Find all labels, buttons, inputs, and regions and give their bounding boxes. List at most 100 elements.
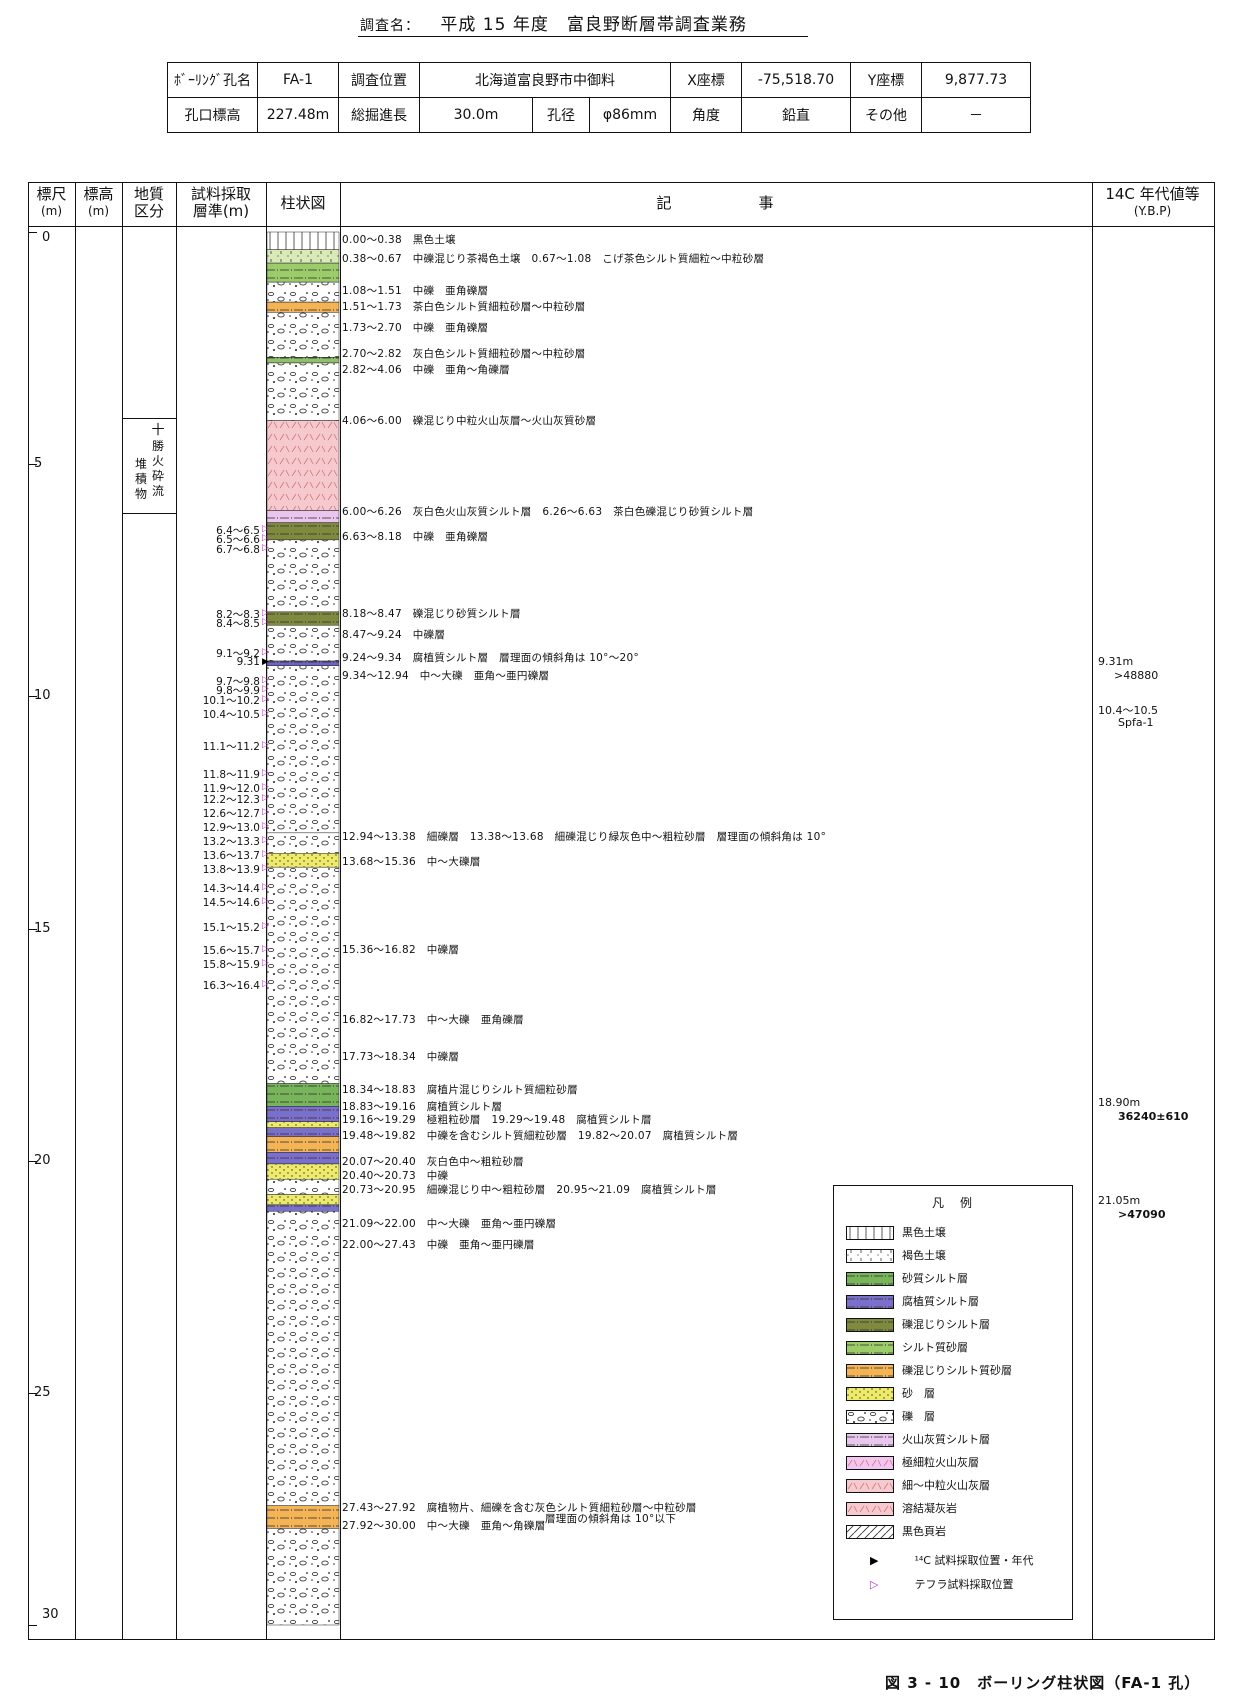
col-head-scale: 標尺 (m)	[28, 186, 75, 220]
legend-item: シルト質砂層	[846, 1339, 968, 1355]
legend-swatch	[846, 1295, 894, 1309]
layer-pattern-29	[266, 1211, 340, 1506]
layer-pattern-25	[266, 1163, 340, 1180]
hdr-label-borehole: ﾎﾞｰﾘﾝｸﾞ孔名	[167, 62, 258, 98]
tephra-sample-marker: ▷	[262, 835, 269, 846]
layer-pattern-22	[266, 1127, 340, 1137]
scale-tick	[28, 1392, 37, 1394]
legend-label: 細～中粒火山灰層	[902, 1479, 990, 1492]
description-1: 0.38～0.67 中礫混じり茶褐色土壌 0.67～1.08 こげ茶色シルト質細…	[342, 252, 765, 265]
c14-value-0: >48880	[1114, 669, 1159, 683]
sample-depth-5: 9.1～9.2	[216, 648, 260, 661]
sample-depth-17: 13.2～13.3	[202, 836, 260, 849]
scale-label-15: 15	[34, 920, 51, 936]
scale-label-5: 5	[34, 456, 43, 472]
description-0: 0.00～0.38 黒色土壌	[342, 233, 456, 246]
tephra-sample-marker: ▷	[262, 684, 269, 695]
legend-item: 砂質シルト層	[846, 1270, 968, 1286]
layer-pattern-10	[266, 522, 340, 541]
legend-item: 火山灰質シルト層	[846, 1431, 990, 1447]
tephra-sample-marker: ▷	[262, 542, 269, 553]
legend-item: 礫混じりシルト質砂層	[846, 1362, 1012, 1378]
layer-pattern-26	[266, 1178, 340, 1195]
col-head-description-title: 記 事	[656, 194, 776, 212]
layer-pattern-18	[266, 866, 340, 1084]
scale-label-25: 25	[34, 1384, 51, 1400]
geology-unit-type: 堆積物	[134, 457, 147, 501]
legend-item: 礫 層	[846, 1408, 935, 1424]
sample-depth-7: 9.7～9.8	[216, 676, 260, 689]
col-head-sample-title: 試料採取	[190, 185, 251, 203]
description-22: 19.48～19.82 中礫を含むシルト質細粒砂層 19.82～20.07 腐植…	[342, 1130, 739, 1143]
tephra-sample-marker: ▷	[262, 821, 269, 832]
sample-depth-0: 6.4～6.5	[216, 525, 260, 538]
col-divider	[340, 182, 341, 1640]
layer-pattern-28	[266, 1204, 340, 1212]
c14-value-1: Spfa-1	[1118, 715, 1154, 729]
description-21: 19.16～19.29 極粗粒砂層 19.29～19.48 腐植質シルト層	[342, 1113, 652, 1126]
geology-unit-name: 勝火砕流	[151, 439, 164, 498]
col-head-geology-title: 地質	[133, 185, 164, 203]
layer-pattern-1	[266, 249, 340, 264]
legend-label: シルト質砂層	[902, 1341, 968, 1354]
hdr-value-y: 9,877.73	[921, 62, 1031, 98]
sample-depth-11: 11.1～11.2	[202, 741, 260, 754]
c14-depth-0: 9.31m	[1098, 655, 1134, 669]
description-15: 13.68～15.36 中～大礫層	[342, 856, 481, 869]
tephra-sample-marker: ▷	[262, 881, 269, 892]
legend-item: 極細粒火山灰層	[846, 1454, 979, 1470]
tephra-sample-marker: ▷	[262, 944, 269, 955]
sample-depth-6: 9.31	[236, 655, 260, 668]
layer-pattern-20	[266, 1106, 340, 1122]
tephra-sample-marker: ▷	[262, 895, 269, 906]
tephra-sample-marker: ▷	[262, 921, 269, 932]
tephra-sample-marker: ▷	[262, 524, 269, 535]
description-13: 9.34～12.94 中～大礫 亜角～亜円礫層	[342, 670, 550, 683]
tephra-sample-marker: ▷	[262, 767, 269, 778]
layer-pattern-4	[266, 301, 340, 313]
scale-label-20: 20	[34, 1152, 51, 1168]
legend-item: 黒色土壌	[846, 1224, 946, 1240]
scale-tick	[28, 232, 37, 233]
legend-swatch	[846, 1249, 894, 1263]
c14-depth-2: 18.90m	[1098, 1096, 1141, 1110]
layer-pattern-21	[266, 1121, 340, 1128]
description-9: 6.63～8.18 中礫 亜角礫層	[342, 531, 489, 544]
col-head-scale-title: 標尺	[36, 185, 67, 203]
legend-swatch	[846, 1525, 894, 1539]
scale-tick	[28, 696, 37, 698]
description-24: 20.40～20.73 中礫	[342, 1169, 449, 1182]
sample-depth-3: 8.2～8.3	[216, 608, 260, 621]
col-head-elevation: 標高 (m)	[75, 186, 122, 220]
col-divider	[75, 182, 76, 1640]
col-head-geology: 地質 区分	[122, 186, 176, 220]
legend-label: 腐植質シルト層	[902, 1295, 979, 1308]
c14-depth-3: 21.05m	[1098, 1193, 1141, 1207]
description-6: 2.82～4.06 中礫 亜角～角礫層	[342, 363, 510, 376]
legend-label: 極細粒火山灰層	[902, 1456, 979, 1469]
sample-depth-9: 10.1～10.2	[202, 694, 260, 707]
sample-depth-22: 15.1～15.2	[202, 922, 260, 935]
description-29: 27.92～30.00 中～大礫 亜角～角礫層	[342, 1520, 546, 1533]
scale-tick	[28, 464, 37, 466]
geology-unit-box: 十 勝火砕流 堆積物	[122, 418, 176, 514]
legend-label: 火山灰質シルト層	[902, 1433, 990, 1446]
legend-mark-label: ¹⁴C 試料採取位置・年代	[914, 1554, 1034, 1567]
sample-depth-23: 15.6～15.7	[202, 945, 260, 958]
col-head-column-title: 柱状図	[280, 194, 326, 212]
legend-swatch	[846, 1272, 894, 1286]
col-head-elevation-unit: (m)	[87, 204, 110, 218]
scale-label-10: 10	[34, 688, 51, 704]
sample-depth-20: 14.3～14.4	[202, 882, 260, 895]
layer-pattern-13	[266, 625, 340, 662]
tephra-sample-marker: ▷	[262, 781, 269, 792]
survey-title-value: 平成 15 年度 富良野断層帯調査業務	[440, 15, 747, 35]
layer-pattern-19	[266, 1083, 340, 1107]
sample-depth-19: 13.8～13.9	[202, 864, 260, 877]
sample-depth-4: 8.4～8.5	[216, 618, 260, 631]
sample-depth-10: 10.4～10.5	[202, 708, 260, 721]
legend-label: 黒色土壌	[902, 1226, 946, 1239]
col-divider	[1092, 182, 1093, 1640]
description-30: 層理面の傾斜角は 10°以下	[545, 1513, 677, 1526]
legend-item: 腐植質シルト層	[846, 1293, 979, 1309]
